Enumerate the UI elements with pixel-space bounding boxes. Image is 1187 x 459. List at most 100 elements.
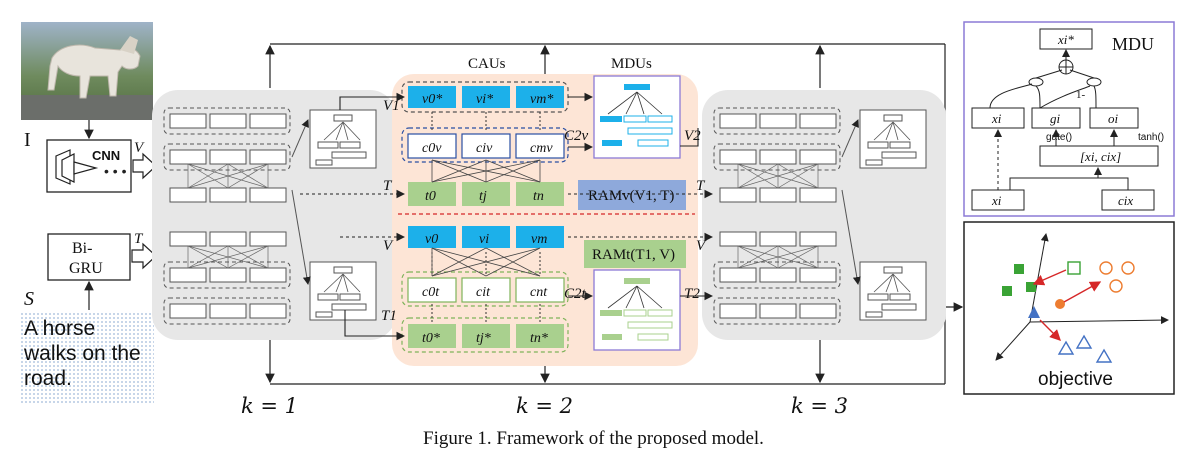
mdu-cix: cix [1118,193,1133,208]
label-cmv: cmv [530,141,553,156]
outer-loop [265,43,964,385]
stage-cell [759,267,797,283]
stage-cell [719,113,757,129]
label-vm: vm [531,232,547,247]
label-c0t: c0t [422,285,440,300]
mdu-xi-top: xi [991,111,1002,126]
stage-cell [249,303,287,319]
cell-tn [516,182,564,206]
v-input-label: V [134,140,145,156]
objective-panel: objective [963,221,1175,395]
cell-t0-star [408,324,456,348]
stage-cell [719,149,757,165]
sentence-label: S [24,288,34,310]
stage-cell [249,267,287,283]
c2t-label: C2t [564,286,587,302]
ram-t-box [584,240,686,268]
cell-vi-star [462,86,510,108]
stage-cell [759,113,797,129]
mdu-title: MDU [1112,34,1154,54]
stage-cell [799,149,837,165]
v-mid-label: V [383,238,394,254]
mdu-detail-panel: MDU xi* 1- xi gi oi gate() tanh() [xi, c… [963,21,1175,217]
t-right-label: T [696,178,706,194]
stage-cell [799,231,837,247]
figure-caption: Figure 1. Framework of the proposed mode… [423,428,764,449]
stage-cell [209,149,247,165]
cnn-label: CNN [92,148,120,163]
c2v-label: C2v [564,128,589,144]
stage-cell [759,231,797,247]
bigru-box: Bi- GRU T [47,231,157,310]
stage-cell [209,231,247,247]
v1-label: V1 [383,98,400,114]
label-civ: civ [476,141,493,156]
stage-cell [169,113,207,129]
mdus-label: MDUs [611,56,652,72]
ram-v-label: RAMv(V1, T) [588,188,674,204]
stage-cell [209,187,247,203]
stage-cell [249,187,287,203]
stage-cell [209,303,247,319]
cell-t0 [408,182,456,206]
stage-cell [719,303,757,319]
cell-c0t [407,277,457,303]
label-tj-star: tj* [476,331,491,346]
svg-text:• • •: • • • [104,163,127,179]
stage-cell [169,267,207,283]
v2-label: V2 [684,128,701,144]
ram-t-label: RAMt(T1, V) [592,247,675,263]
stage-1-blocks [163,107,377,325]
stage-cell [799,303,837,319]
mdu-xi-bottom: xi [991,193,1002,208]
gru-label-2: GRU [69,260,103,277]
sentence-box [20,311,154,403]
t-input-label: T [134,231,144,247]
cnn-box: • • • CNN V [46,120,157,193]
cell-cit [461,277,511,303]
image-label: I [24,129,31,151]
mdu-gi: gi [1050,111,1061,126]
stage-cell [169,187,207,203]
stage-cell [209,113,247,129]
stage-label-k3: k = 3 [791,394,849,418]
mdu-oi: oi [1108,111,1119,126]
cell-tn-star [516,324,564,348]
t-mid-label: T [383,178,393,194]
stage-cell [169,231,207,247]
stage-cell [719,267,757,283]
label-t0: t0 [425,189,436,204]
label-v0: v0 [425,232,438,247]
t2-label: T2 [684,286,700,302]
mdu-out-label: xi* [1057,32,1074,47]
stage-cell [759,187,797,203]
cell-c0v [407,133,457,159]
cell-cnt [515,277,565,303]
stage-cell [169,149,207,165]
cell-vm-star [516,86,564,108]
label-vm-star: vm* [530,92,553,107]
stage-cell [249,231,287,247]
stage-label-k1: k = 1 [241,394,299,418]
v-right-label: V [696,238,707,254]
label-tn: tn [533,189,544,204]
stage-cell [759,303,797,319]
gate-label: gate() [1046,132,1072,143]
label-tj: tj [479,189,487,204]
t1-label: T1 [381,308,397,324]
cell-cmv [515,133,565,159]
concat-label: [xi, cix] [1080,149,1121,164]
cell-tj-star [462,324,510,348]
label-cnt: cnt [530,285,548,300]
cell-vi [462,226,510,248]
stage-cell [799,187,837,203]
gru-label-1: Bi- [72,240,92,257]
cell-v0-star [408,86,456,108]
label-vi-star: vi* [476,92,493,107]
label-tn-star: tn* [530,331,548,346]
caus-label: CAUs MDUs [468,56,652,72]
stage-cell [169,303,207,319]
svg-text:CAUs: CAUs [468,56,506,72]
stage-3-blocks [713,107,927,325]
